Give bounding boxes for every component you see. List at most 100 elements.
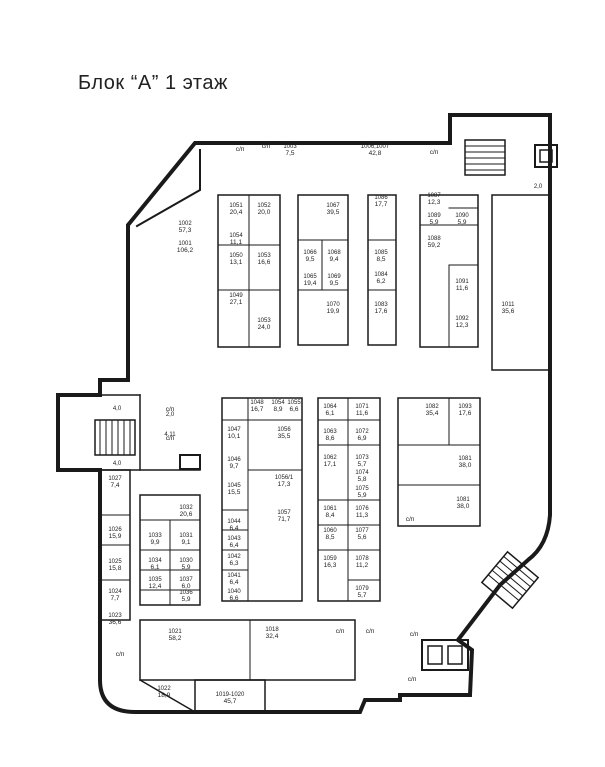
room-number: 1042 — [227, 554, 241, 560]
inner-wall — [135, 149, 201, 228]
room-number: 1032 — [179, 505, 193, 511]
room-number: 1035 — [148, 577, 162, 583]
room-area: 6,9 — [357, 435, 366, 442]
room-number: 1081 — [456, 497, 470, 503]
room-area: 5,9 — [457, 219, 466, 226]
room-number: 1030 — [179, 558, 193, 564]
room-area: 11,6 — [356, 410, 369, 417]
utility-room-label: с/п — [430, 149, 439, 156]
room-area: 11,1 — [230, 239, 243, 246]
room-area: 5,9 — [181, 596, 190, 603]
room-area: 12,4 — [149, 583, 162, 590]
room-number: 1068 — [327, 250, 341, 256]
room-number: 1067 — [326, 203, 340, 209]
room-area: 8,4 — [325, 512, 334, 519]
plan-title: Блок “А” 1 этаж — [78, 72, 228, 94]
room-number: 1033 — [148, 533, 162, 539]
room-number: 1066 — [303, 250, 317, 256]
room-area: 6,2 — [376, 278, 385, 285]
room-area: 15,8 — [109, 565, 122, 572]
block-1083-1086 — [367, 194, 397, 346]
room-number: 1001 — [178, 241, 192, 247]
room-number: 1022 — [157, 686, 171, 692]
room-area: 5,9 — [181, 564, 190, 571]
room-area: 17,7 — [375, 201, 388, 208]
utility-room-label: с/п — [336, 628, 345, 635]
block-1081-1093 — [397, 397, 481, 527]
block-1011 — [491, 194, 551, 371]
utility-room-label: с/п — [408, 676, 417, 683]
elevator-left — [179, 454, 201, 470]
room-number: 1077 — [355, 528, 369, 534]
room-number: 1006,1007 — [361, 144, 390, 150]
room-number: 1081 — [458, 456, 472, 462]
room-number: 1025 — [108, 559, 122, 565]
room-area: 58,2 — [169, 635, 182, 642]
room-number: 1050 — [229, 253, 243, 259]
room-number: 1023 — [108, 613, 122, 619]
room-number: 1093 — [458, 404, 472, 410]
dimension-label: 2,0 — [534, 184, 543, 190]
room-number: 1060 — [323, 528, 337, 534]
room-area: 6,4 — [229, 579, 238, 586]
room-area: 27,1 — [230, 299, 243, 306]
room-number: 1061 — [323, 506, 337, 512]
room-area: 9,1 — [181, 539, 190, 546]
room-area: 59,2 — [428, 242, 441, 249]
room-number: 1003 — [283, 144, 297, 150]
room-area: 11,2 — [356, 562, 369, 569]
room-area: 8,6 — [325, 435, 334, 442]
room-area: 7,7 — [110, 595, 119, 602]
room-area: 16,3 — [324, 562, 337, 569]
room-1056/1: 1056/117,3 — [275, 475, 294, 488]
room-area: 17,6 — [459, 410, 472, 417]
room-number: 1057 — [277, 510, 291, 516]
room-number: 1070 — [326, 302, 340, 308]
room-area: 11,6 — [456, 285, 469, 292]
utility-room-label: с/п — [410, 631, 419, 638]
room-number: 1073 — [355, 455, 369, 461]
room-area: 45,7 — [224, 698, 237, 705]
room-number: 1054 — [271, 400, 285, 406]
room-number: 1063 — [323, 429, 337, 435]
room-number: 1092 — [455, 316, 469, 322]
room-number: 1090 — [455, 213, 469, 219]
room-area: 18,9 — [158, 692, 171, 699]
block-1019-1020 — [194, 679, 266, 713]
room-number: 1074 — [355, 470, 369, 476]
room-area: 6,0 — [181, 583, 190, 590]
room-area: 5,9 — [429, 219, 438, 226]
room-number: 1055 — [287, 400, 301, 406]
room-area: 8,5 — [325, 534, 334, 541]
room-number: 1072 — [355, 429, 369, 435]
room-area: 20,4 — [230, 209, 243, 216]
room-number: 1045 — [227, 483, 241, 489]
